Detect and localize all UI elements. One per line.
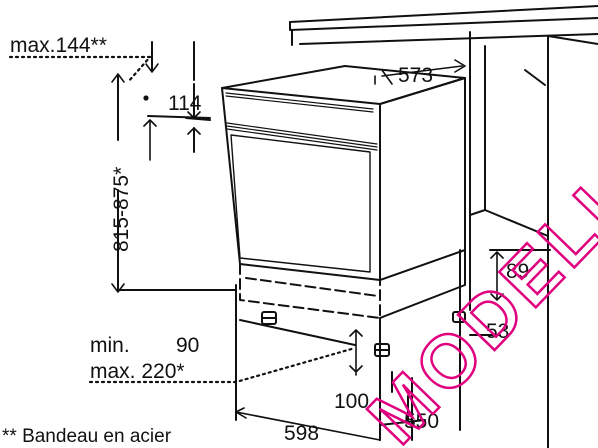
dishwasher-body: [221, 65, 466, 319]
label-overhang-max: max.144**: [10, 34, 107, 57]
label-plinth-min-value: 90: [176, 334, 199, 357]
label-panel-height: 114: [168, 92, 202, 115]
leader-dot: [143, 95, 149, 101]
label-plinth-height: 89: [506, 260, 529, 283]
footnote: ** Bandeau en acier: [2, 426, 172, 447]
adjustable-feet: [261, 311, 466, 357]
label-height-range: 815-875*: [110, 167, 133, 252]
label-front-foot: 100: [334, 390, 369, 413]
label-depth-top: 573: [398, 64, 433, 87]
watermark: MODELLE: [352, 111, 598, 448]
label-plinth-min: min.: [90, 334, 130, 357]
dimension-lines: [111, 41, 551, 441]
label-width: 598: [284, 422, 319, 445]
worktop: [289, 5, 598, 448]
dotted-leaders: [8, 55, 357, 384]
label-depth-bottom: 550: [404, 410, 439, 433]
label-plinth-max: max. 220*: [90, 360, 185, 383]
label-side-gap: 53: [486, 320, 509, 343]
